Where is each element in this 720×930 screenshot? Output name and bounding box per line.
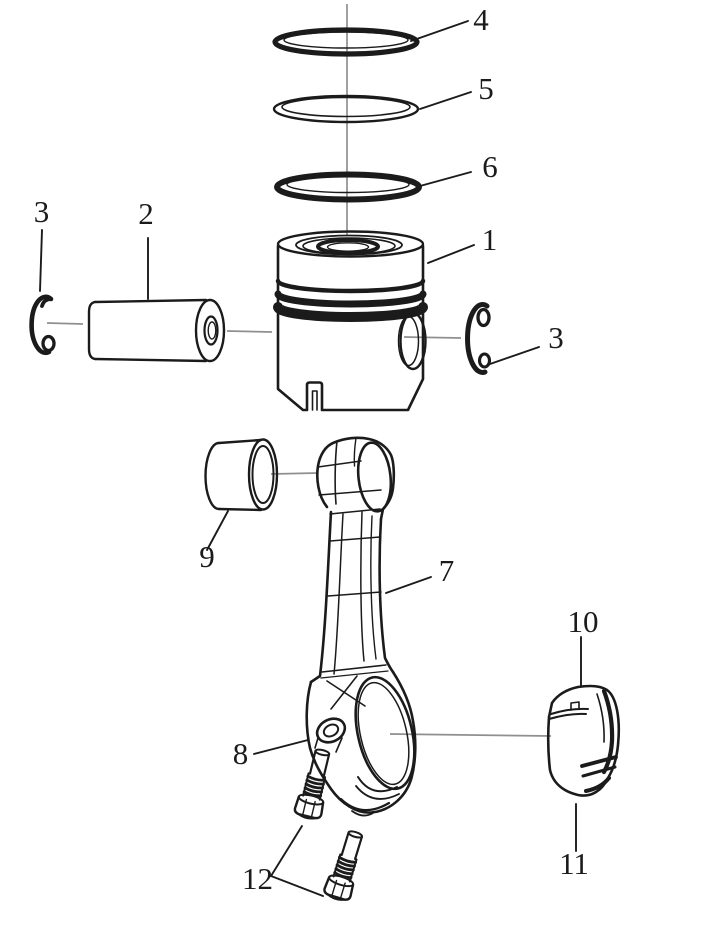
callout-circlip-right: 3	[548, 320, 564, 355]
piston	[273, 230, 428, 412]
rod-bolt-upper	[292, 745, 338, 823]
callout-bearing-lower: 11	[559, 846, 589, 881]
callout-leader-lines	[39, 20, 582, 897]
callout-ring-second: 5	[478, 71, 494, 106]
small-end-bushing	[204, 438, 279, 512]
callout-ring-oil: 6	[482, 149, 498, 184]
callout-ring-top: 4	[473, 2, 489, 37]
oil-spray-boss	[314, 717, 347, 753]
rod-bolt-lower	[321, 826, 371, 905]
second-compression-ring	[272, 94, 420, 124]
callout-connecting-rod: 7	[439, 553, 455, 588]
callout-piston: 1	[482, 222, 498, 257]
callout-bearing-upper: 10	[568, 604, 599, 639]
connecting-rod	[305, 436, 417, 817]
callout-piston-pin: 2	[138, 196, 154, 231]
callout-rod-bolts: 12	[242, 861, 273, 896]
callout-labels: 4 5 6 1 3 2 3 9 7 8 10 11 12	[34, 2, 599, 896]
oil-control-ring	[274, 171, 422, 203]
piston-pin-circlip-left	[29, 294, 56, 356]
callout-circlip-left: 3	[34, 194, 50, 229]
callout-oil-boss: 8	[233, 736, 249, 771]
big-end-bearing-shells	[546, 684, 621, 797]
piston-pin-circlip-right	[465, 301, 492, 375]
piston-pin	[87, 298, 226, 363]
top-compression-ring	[272, 27, 420, 57]
callout-bushing: 9	[199, 539, 215, 574]
assembly-connector-lines	[46, 322, 552, 737]
